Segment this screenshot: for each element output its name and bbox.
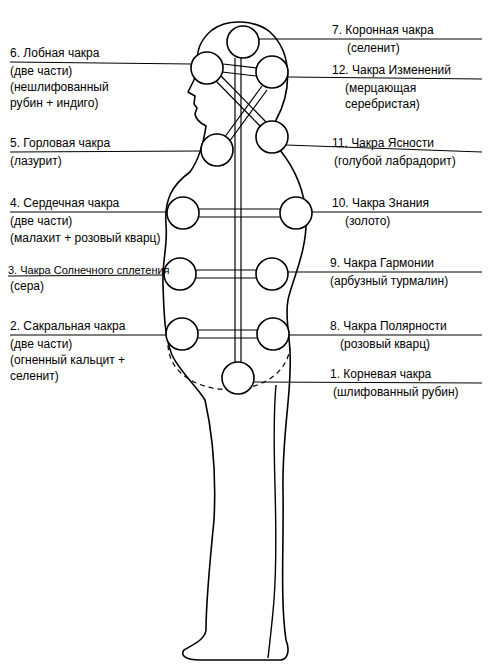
chakra-circle [256,121,288,153]
chakra-circle [257,318,289,350]
body-outline [163,22,306,660]
part-count: (две части) [10,213,160,229]
part-count: (две части) [10,63,160,79]
stone-name: (розовый кварц) [340,336,490,352]
solar-channel [196,269,256,270]
chakra-name: 3. Чакра Солнечного сплетения [8,262,173,278]
chakra-name: 5. Горловая чакра [10,135,190,151]
leader-line [254,382,482,383]
chakra-name: 7. Коронная чакра [332,22,492,38]
head-channel [223,64,257,68]
leader-line [289,335,482,336]
chakra-name: 1. Корневая чакра [330,366,490,382]
leader-line [10,62,192,64]
chakra-circle [256,56,288,88]
stone-name: (селенит) [347,40,487,56]
spine-channel [240,58,241,362]
chakra-circle [256,258,288,290]
leader-line [258,39,482,40]
leader-line [10,212,167,213]
stone-name: (сера) [10,278,160,294]
stone-name: (малахит + розовый кварц) [10,230,170,246]
stone-name: (мерцающая серебристая) [345,80,445,112]
head-channel [222,72,256,76]
leader-line [287,77,482,79]
head-diagonal-channel [215,80,262,128]
chakra-name: 6. Лобная чакра [10,45,180,61]
leader-line [10,335,166,336]
head-diagonal-channel [224,86,262,138]
stone-name: (шлифованный рубин) [333,384,493,400]
chakra-circle [227,26,259,58]
leader-line [10,151,201,152]
chakra-circle [166,318,198,350]
chakra-name: 10. Чакра Знания [332,195,492,211]
chakra-name: 12. Чакра Изменений [332,62,492,78]
leader-line [312,212,482,213]
sacral-channel [198,337,257,338]
solar-channel [196,277,256,278]
chakra-name: 11. Чакра Ясности [332,135,492,151]
spine-channel [234,58,235,362]
chakra-circle [280,197,312,229]
stone-name: (золото) [345,213,485,229]
heart-channel [199,216,280,217]
stone-name: (нешлифованный рубин + индиго) [10,79,120,111]
stone-name: (арбузный турмалин) [330,273,490,289]
heart-channel [199,208,280,209]
chakra-name: 4. Сердечная чакра [10,195,165,211]
chakra-circle [167,197,199,229]
chakra-name: 9. Чакра Гармонии [330,255,490,271]
chakra-name: 8. Чакра Полярности [330,318,490,334]
sacral-channel [198,329,257,330]
chakra-circle [201,134,233,166]
stone-name: (огненный кальцит + селенит) [10,352,140,384]
leader-line [288,272,482,273]
part-count: (две части) [10,336,160,352]
chakra-name: 2. Сакральная чакра [10,318,165,334]
chakra-circle [191,52,223,84]
rear-leg-line [268,385,276,658]
stone-name: (голубой лабрадорит) [334,153,494,169]
chakra-circle [222,362,254,394]
stone-name: (лазурит) [10,153,160,169]
